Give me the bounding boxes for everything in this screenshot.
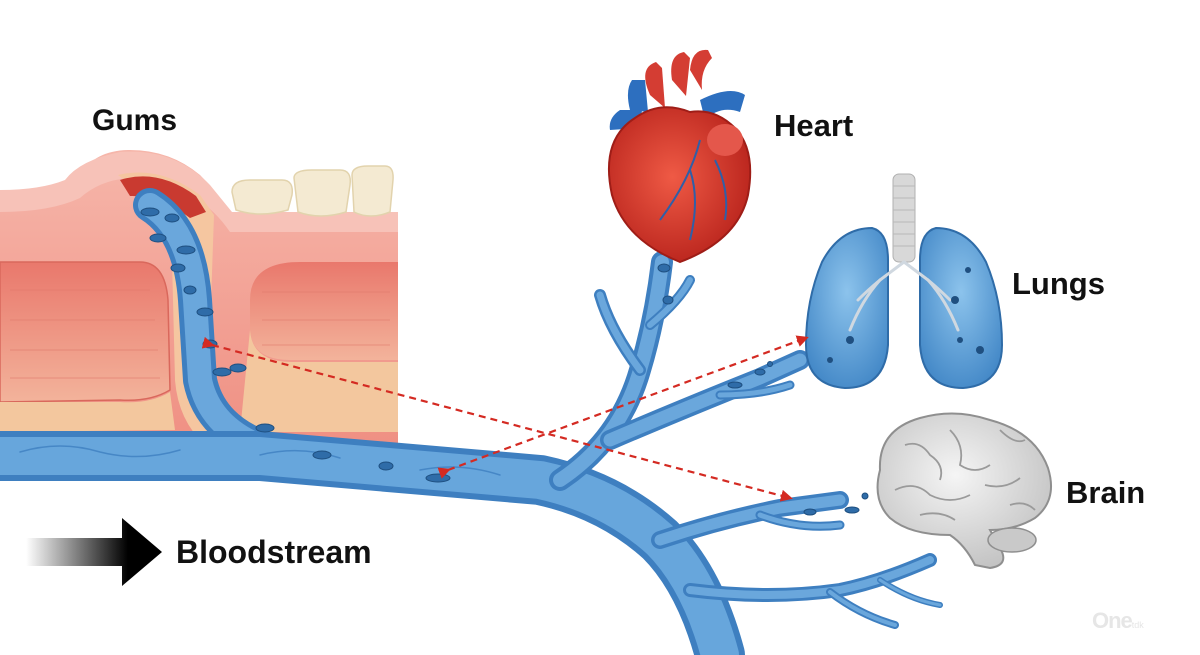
watermark-main: One — [1092, 608, 1133, 633]
watermark-sub: tdk — [1131, 620, 1144, 630]
spread-arrows — [201, 335, 809, 502]
arrow-right-icon — [26, 518, 162, 586]
label-bloodstream: Bloodstream — [176, 534, 372, 570]
label-lungs: Lungs — [1012, 266, 1105, 301]
lungs-icon — [804, 173, 1004, 390]
label-gums: Gums — [92, 104, 178, 137]
teeth — [231, 165, 394, 217]
brain-icon — [876, 412, 1052, 570]
label-brain: Brain — [1066, 475, 1146, 510]
arrow-vessel-to-lungs — [437, 335, 809, 479]
label-heart: Heart — [774, 108, 854, 143]
heart-icon — [608, 49, 752, 264]
watermark-logo: Onetdk — [1092, 608, 1144, 634]
